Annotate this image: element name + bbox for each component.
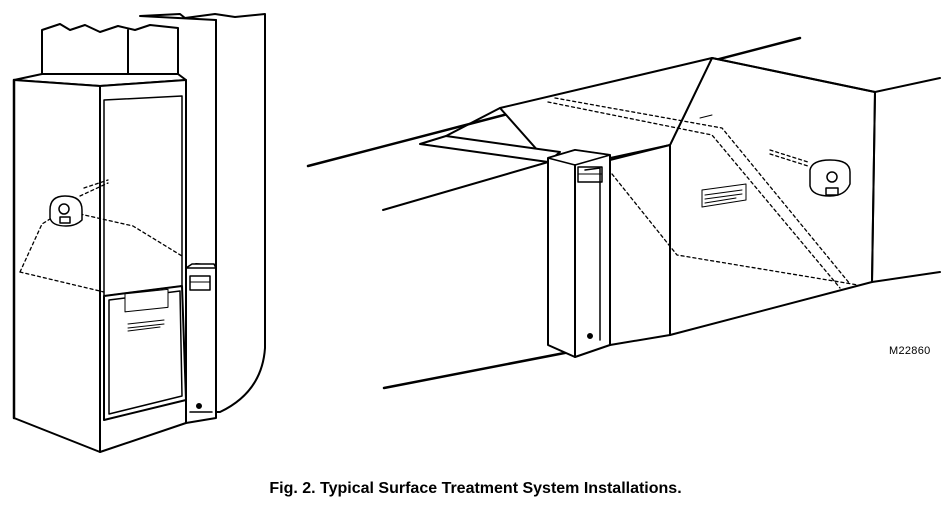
- duct-flange: [419, 135, 561, 163]
- plenum-box: [41, 23, 179, 77]
- duct-lamp-unit: [809, 159, 851, 197]
- duct-lamp-housing: [547, 149, 611, 358]
- figure-caption: Fig. 2. Typical Surface Treatment System…: [269, 480, 682, 497]
- duct-section: [669, 57, 876, 336]
- furnace-upper-panel: [103, 95, 183, 297]
- duct-warning-label: [701, 183, 747, 208]
- furnace-lamp-unit: [49, 195, 83, 227]
- furnace-control-box: [185, 263, 217, 424]
- furnace-installation: [12, 13, 266, 453]
- duct-installation: [306, 36, 941, 390]
- furnace-body: [13, 79, 101, 453]
- installation-diagram: [12, 13, 941, 453]
- return-duct: [139, 13, 266, 413]
- figure-code: M22860: [889, 345, 931, 357]
- warning-label: [124, 288, 169, 332]
